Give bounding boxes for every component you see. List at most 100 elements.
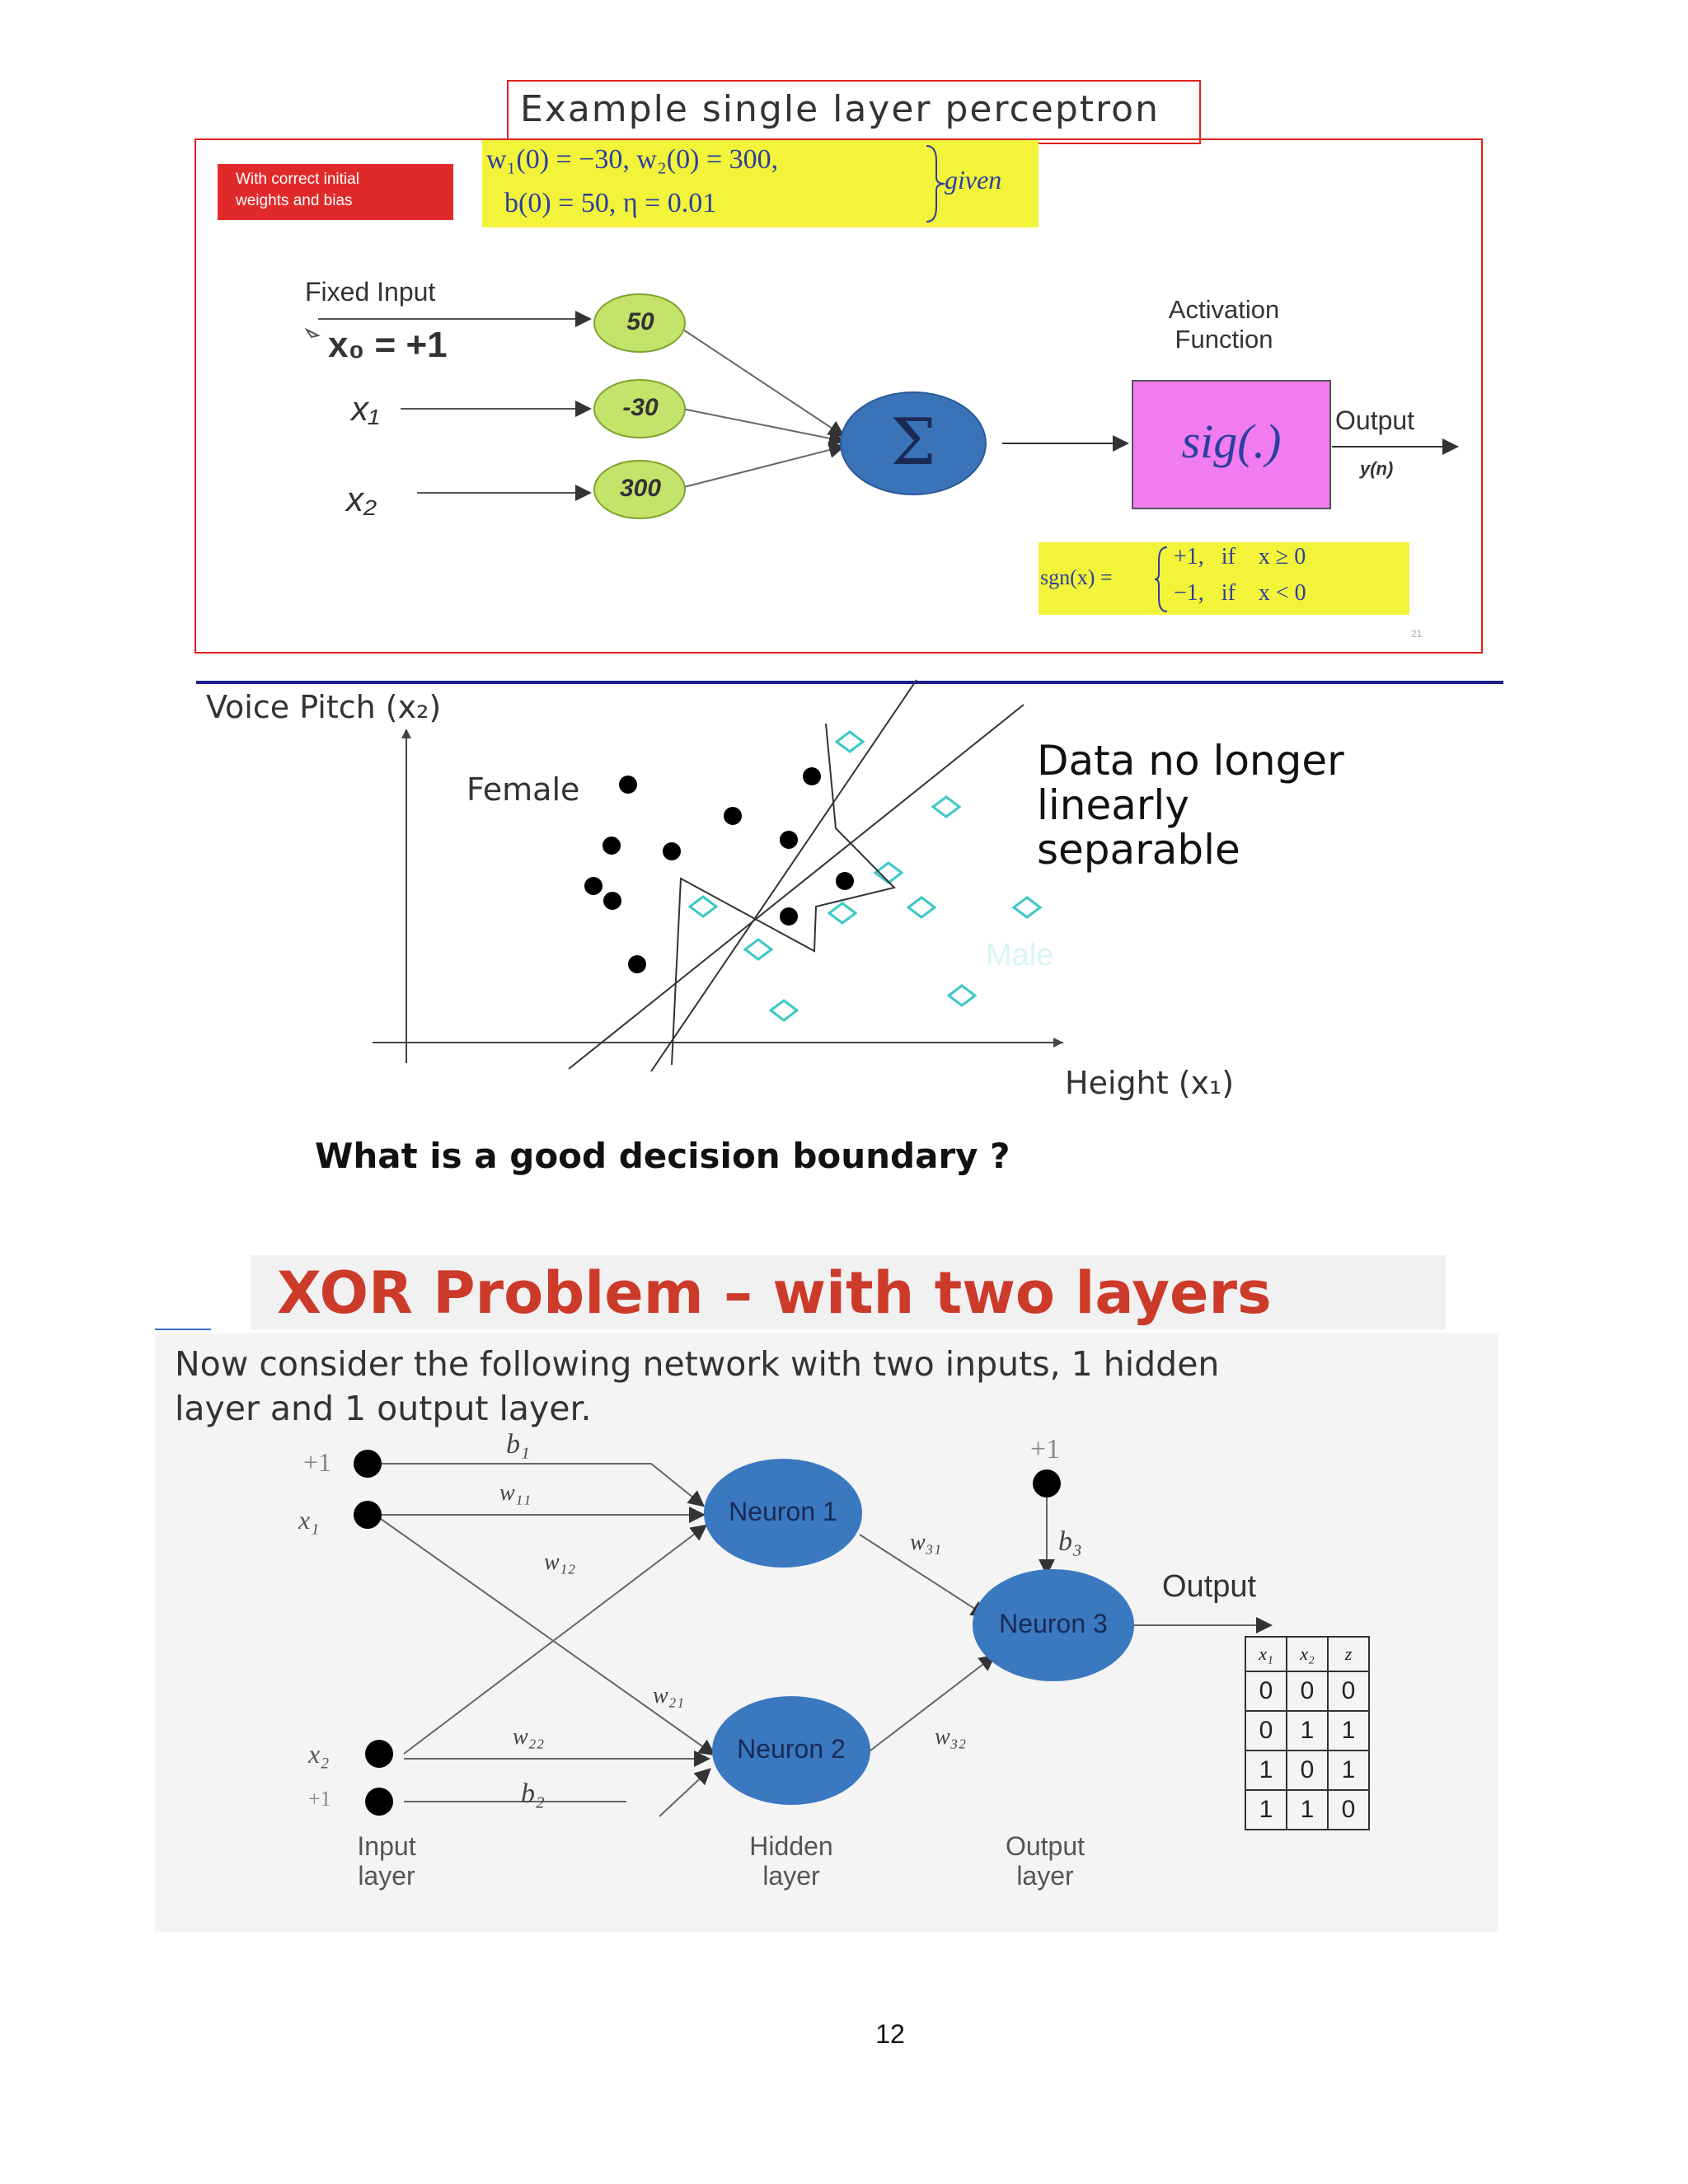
output-layer-line-2: layer bbox=[1016, 1861, 1074, 1891]
xor-truth-table: x₁ x₂ z 0 0 0 0 1 1 1 0 1 1 1 0 bbox=[1245, 1636, 1370, 1830]
w1-to-sum-line bbox=[682, 408, 846, 447]
male-point bbox=[946, 984, 978, 1007]
weight-bias-value: 50 bbox=[626, 308, 654, 335]
xor-accent-line bbox=[155, 1329, 211, 1330]
xor-title: XOR Problem – with two layers bbox=[251, 1255, 1446, 1329]
neuron-2-node bbox=[712, 1696, 870, 1805]
given-bias-eta: b(0) = 50, η = 0.01 bbox=[504, 188, 717, 218]
xor-desc-line-2: layer and 1 output layer. bbox=[175, 1389, 592, 1428]
sum-symbol: Σ bbox=[890, 405, 936, 480]
male-point bbox=[906, 896, 937, 919]
female-label: Female bbox=[467, 771, 580, 808]
w0-to-sum-line bbox=[680, 327, 846, 438]
neuron-3-node bbox=[973, 1569, 1134, 1681]
y-axis-label: Voice Pitch (x₂) bbox=[206, 689, 442, 725]
plus1-label-output: +1 bbox=[1030, 1434, 1061, 1465]
output-label: Output bbox=[1335, 405, 1415, 435]
boundary-line-shallow bbox=[568, 704, 1025, 1070]
cursor-icon bbox=[304, 327, 321, 349]
output-layer-line-1: Output bbox=[1005, 1831, 1085, 1861]
perceptron-slide bbox=[195, 138, 1483, 654]
note-line-3: separable bbox=[1037, 826, 1240, 874]
neuron-2-label: Neuron 2 bbox=[737, 1734, 846, 1764]
w12-connection bbox=[374, 1514, 716, 1756]
sgn-case-positive: +1, if x ≥ 0 bbox=[1174, 544, 1306, 569]
x2-label: x₂ bbox=[346, 480, 377, 518]
bias2-input-node bbox=[365, 1788, 393, 1816]
table-cell: 0 bbox=[1245, 1710, 1287, 1751]
separability-note: Data no longer linearly separable bbox=[1037, 738, 1344, 872]
female-points bbox=[584, 767, 854, 973]
weight-w2-value: 300 bbox=[619, 475, 662, 502]
given-brace-icon bbox=[926, 145, 945, 223]
w32-connection bbox=[859, 1654, 996, 1760]
x-axis-arrow bbox=[1053, 1038, 1063, 1047]
xor-network-diagram bbox=[354, 1450, 1273, 1817]
w31-label: w₃₁ bbox=[910, 1530, 942, 1555]
badge-line-1: With correct initial bbox=[236, 171, 359, 188]
table-cell: 1 bbox=[1286, 1789, 1329, 1830]
sig-box bbox=[1132, 380, 1331, 509]
b1-label: b₁ bbox=[506, 1429, 530, 1460]
w11-label: w₁₁ bbox=[499, 1480, 532, 1506]
b2-arrow bbox=[659, 1768, 711, 1817]
table-row: 0 0 0 bbox=[1245, 1671, 1370, 1712]
xor-slide bbox=[155, 1333, 1498, 1932]
female-point bbox=[628, 955, 646, 973]
table-cell: 0 bbox=[1286, 1671, 1329, 1712]
weight-node-w1 bbox=[593, 379, 686, 438]
male-points bbox=[687, 730, 1043, 1022]
y-axis-arrow bbox=[401, 729, 411, 738]
male-point bbox=[768, 999, 799, 1022]
hidden-layer-line-2: layer bbox=[762, 1861, 820, 1891]
header-x1: x₁ bbox=[1245, 1636, 1287, 1672]
x1-label: x₁ bbox=[351, 389, 380, 428]
weight-w1-value: -30 bbox=[622, 394, 659, 421]
b2-label: b₂ bbox=[521, 1779, 545, 1809]
summation-node bbox=[840, 391, 987, 495]
fixed-input-label: Fixed Input bbox=[305, 277, 436, 307]
boundary-line-steep bbox=[650, 679, 917, 1072]
activation-line-1: Activation bbox=[1168, 295, 1280, 324]
female-point bbox=[836, 872, 854, 890]
sgn-case-negative: −1, if x < 0 bbox=[1174, 580, 1306, 606]
scatter-plot bbox=[373, 679, 1063, 1072]
table-cell: 1 bbox=[1327, 1750, 1370, 1791]
badge-line-2: weights and bias bbox=[236, 192, 353, 209]
decision-boundary-question: What is a good decision boundary ? bbox=[315, 1136, 1010, 1176]
correct-weights-badge: With correct initial weights and bias bbox=[218, 164, 453, 220]
male-point bbox=[827, 902, 858, 925]
x-axis-label: Height (x₁) bbox=[1065, 1065, 1235, 1101]
table-row: 1 1 0 bbox=[1245, 1789, 1370, 1830]
input-layer-line-1: Input bbox=[357, 1831, 416, 1861]
male-point bbox=[743, 938, 774, 961]
weight-node-bias bbox=[593, 293, 686, 353]
section-divider bbox=[196, 681, 1503, 684]
neuron-1-node bbox=[704, 1459, 862, 1568]
b1-connection bbox=[375, 1463, 706, 1507]
table-cell: 1 bbox=[1327, 1710, 1370, 1751]
sgn-lhs: sgn(x) = bbox=[1040, 565, 1113, 589]
xor-connections bbox=[374, 1463, 1273, 1817]
output-layer-label: Output layer bbox=[987, 1831, 1103, 1891]
plus1-label-top: +1 bbox=[303, 1447, 332, 1477]
female-point bbox=[584, 877, 603, 895]
female-point bbox=[663, 842, 681, 860]
female-point bbox=[619, 776, 637, 794]
w32-label: w₃₂ bbox=[935, 1724, 967, 1750]
neuron-3-label: Neuron 3 bbox=[999, 1609, 1108, 1638]
x2-input-node bbox=[365, 1740, 393, 1768]
given-values-box bbox=[482, 140, 1039, 227]
truth-table-header: x₁ x₂ z bbox=[1245, 1636, 1370, 1672]
table-cell: 0 bbox=[1286, 1750, 1329, 1791]
male-point bbox=[687, 895, 719, 918]
plus1-label-bottom: +1 bbox=[308, 1787, 331, 1811]
sig-label: sig(.) bbox=[1181, 415, 1282, 468]
table-row: 1 0 1 bbox=[1245, 1750, 1370, 1791]
sgn-formula-box bbox=[1039, 542, 1409, 615]
w2-to-sum-line bbox=[680, 442, 846, 489]
weight-node-w2 bbox=[593, 460, 686, 519]
hidden-layer-label: Hidden layer bbox=[734, 1831, 849, 1891]
male-point bbox=[834, 730, 865, 753]
hidden-layer-line-1: Hidden bbox=[749, 1831, 833, 1861]
